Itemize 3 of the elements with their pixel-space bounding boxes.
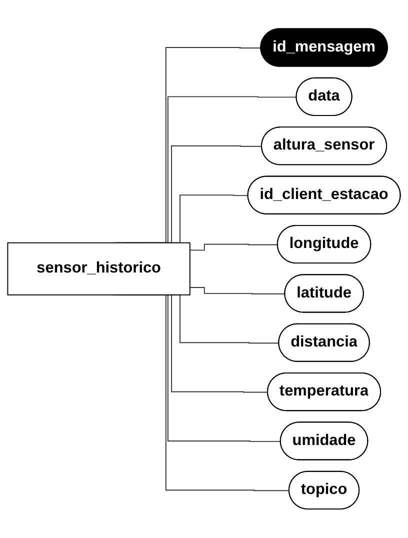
node-box: sensor_historico [7, 242, 190, 296]
connector [189, 287, 286, 295]
connector [189, 244, 278, 251]
